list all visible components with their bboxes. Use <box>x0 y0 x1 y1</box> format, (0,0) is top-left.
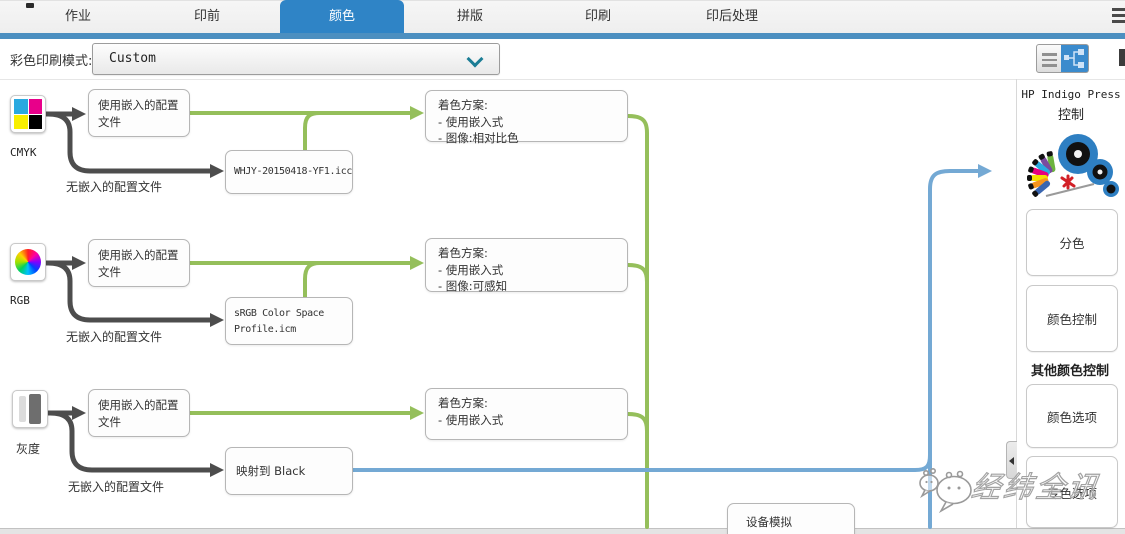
color-control-button[interactable]: 颜色控制 <box>1026 285 1118 352</box>
color-options-button[interactable]: 颜色选项 <box>1026 384 1118 448</box>
color-mode-value: Custom <box>109 51 156 66</box>
cmyk-no-embedded-label: 无嵌入的配置文件 <box>66 180 163 194</box>
panel-collapse-handle[interactable] <box>1006 441 1017 479</box>
color-mode-dropdown[interactable]: Custom <box>92 43 500 75</box>
diagram-view-button[interactable] <box>1061 44 1089 73</box>
tab-imposition[interactable]: 拼版 <box>456 9 483 24</box>
list-view-button[interactable] <box>1036 44 1062 73</box>
watermark-text: 经纬全讯 <box>969 469 1103 504</box>
gray-embedded-profile-node[interactable]: 使用嵌入的配置文件 <box>88 389 190 437</box>
chevron-down-icon <box>466 50 484 68</box>
rgb-fallback-profile-node[interactable]: sRGB Color Space Profile.icm <box>225 297 353 345</box>
tab-prepress[interactable]: 印前 <box>193 9 220 24</box>
gray-rendering-scheme-node[interactable]: 着色方案: - 使用嵌入式 <box>425 388 628 440</box>
tab-job[interactable]: 作业 <box>64 9 91 24</box>
panel-divider <box>1016 79 1017 528</box>
rgb-embedded-profile-node[interactable]: 使用嵌入的配置文件 <box>88 239 190 287</box>
window-artifact <box>26 3 34 8</box>
tab-finishing[interactable]: 印后处理 <box>705 9 758 24</box>
diagram-view-icon <box>1064 49 1084 68</box>
tab-underline <box>0 33 1125 39</box>
grayscale-icon <box>12 390 48 428</box>
press-subtitle: 控制 <box>1057 108 1084 123</box>
cmyk-fallback-profile-node[interactable]: WHJY-20150418-YF1.icc <box>225 150 353 194</box>
collapse-arrow-icon <box>1009 457 1014 465</box>
tab-print[interactable]: 印刷 <box>584 9 611 24</box>
spot-color-options-button[interactable]: 专色选项 <box>1026 456 1118 528</box>
separations-button[interactable]: 分色 <box>1026 209 1118 276</box>
tab-bar <box>0 0 1125 34</box>
cmyk-embedded-profile-node[interactable]: 使用嵌入的配置文件 <box>88 89 190 137</box>
bottom-scroll-track[interactable] <box>0 528 1125 534</box>
cmyk-icon <box>10 95 46 133</box>
gray-map-to-black-node[interactable]: 映射到 Black <box>225 447 353 495</box>
clipped-glyph <box>1119 49 1125 66</box>
press-title: HP Indigo Press <box>1021 88 1121 101</box>
indigo-press-graphic <box>1027 134 1119 197</box>
rgb-label: RGB <box>10 294 30 307</box>
color-mode-label: 彩色印刷模式: <box>10 54 93 69</box>
rgb-no-embedded-label: 无嵌入的配置文件 <box>66 330 163 344</box>
cmyk-rendering-scheme-node[interactable]: 着色方案: - 使用嵌入式 - 图像:相对比色 <box>425 90 628 145</box>
rgb-icon <box>10 243 46 281</box>
other-color-controls-label: 其他颜色控制 <box>1030 364 1109 379</box>
gray-no-embedded-label: 无嵌入的配置文件 <box>68 480 165 494</box>
rgb-rendering-scheme-node[interactable]: 着色方案: - 使用嵌入式 - 图像:可感知 <box>425 238 628 293</box>
tab-color[interactable]: 颜色 <box>280 0 404 33</box>
device-simulation-node[interactable]: 设备模拟 <box>727 503 855 534</box>
menu-icon[interactable] <box>1112 8 1125 26</box>
cmyk-label: CMYK <box>10 146 37 159</box>
grayscale-label: 灰度 <box>16 442 41 456</box>
